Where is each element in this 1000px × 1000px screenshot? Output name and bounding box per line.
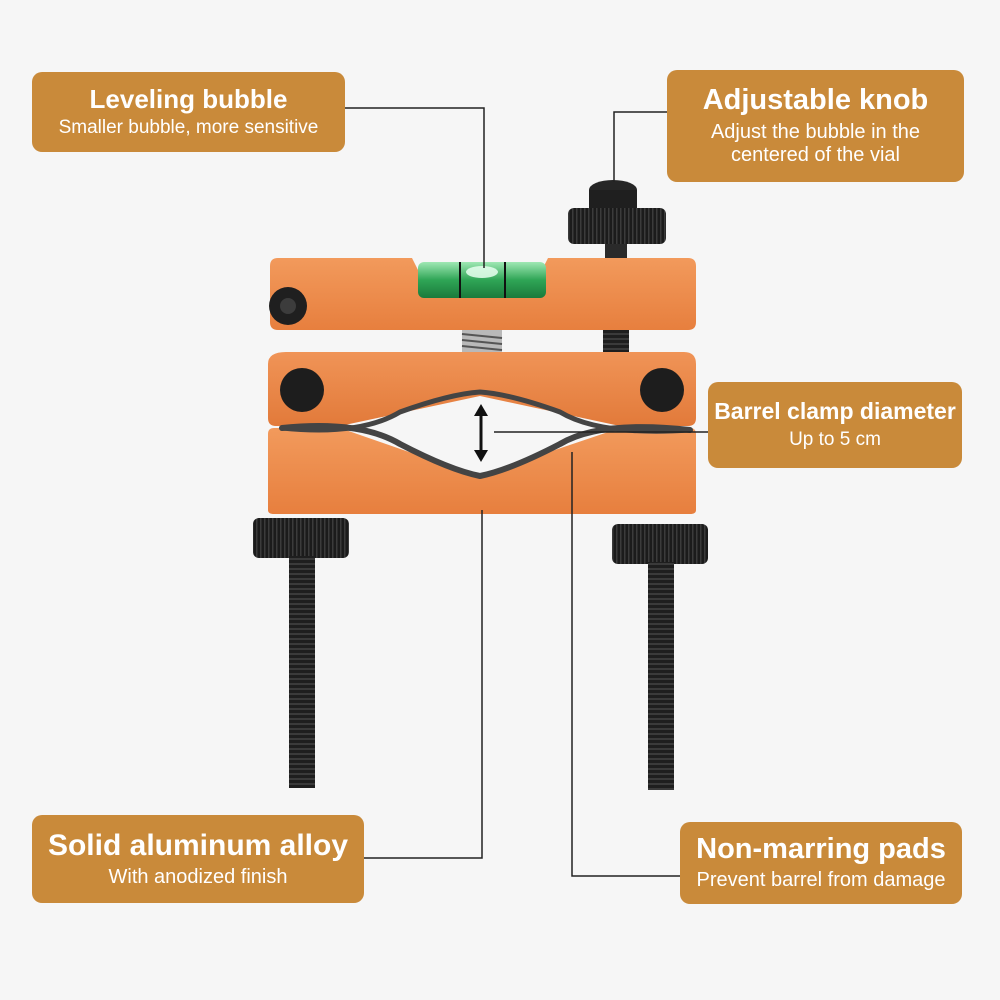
- bottom-knob-left-graphic: [253, 518, 349, 788]
- callout-subtitle: With anodized finish: [108, 866, 288, 888]
- callout-subtitle: Up to 5 cm: [789, 428, 881, 450]
- callout-aluminum-alloy: Solid aluminum alloy With anodized finis…: [32, 815, 364, 903]
- callout-title: Adjustable knob: [702, 84, 929, 117]
- spring-graphic: [461, 330, 629, 354]
- bubble-vial: [418, 262, 546, 298]
- bottom-knob-right-graphic: [612, 524, 708, 790]
- callout-subtitle: Adjust the bubble in the centered of the…: [710, 120, 921, 166]
- middle-clamp-graphic: [268, 352, 696, 426]
- top-block-graphic: [269, 258, 696, 330]
- callout-title: Barrel clamp diameter: [714, 398, 956, 425]
- callout-title: Solid aluminum alloy: [47, 829, 349, 862]
- non-marring-pad: [279, 423, 693, 480]
- leader-alloy: [364, 510, 483, 859]
- callout-non-marring-pads: Non-marring pads Prevent barrel from dam…: [680, 822, 962, 904]
- leader-knob: [613, 111, 667, 182]
- leader-pads: [571, 452, 680, 877]
- callout-adjustable-knob: Adjustable knob Adjust the bubble in the…: [667, 70, 964, 182]
- lower-block-graphic: [268, 389, 696, 514]
- leader-leveling: [345, 107, 485, 268]
- callout-barrel-clamp: Barrel clamp diameter Up to 5 cm: [708, 382, 962, 468]
- adjustable-knob-graphic: [568, 180, 666, 262]
- callout-leveling-bubble: Leveling bubble Smaller bubble, more sen…: [32, 72, 345, 152]
- callout-subtitle: Prevent barrel from damage: [696, 869, 946, 892]
- callout-title: Leveling bubble: [89, 83, 288, 114]
- leader-lines: [345, 107, 708, 877]
- callout-title: Non-marring pads: [696, 832, 946, 865]
- callout-subtitle: Smaller bubble, more sensitive: [58, 117, 319, 139]
